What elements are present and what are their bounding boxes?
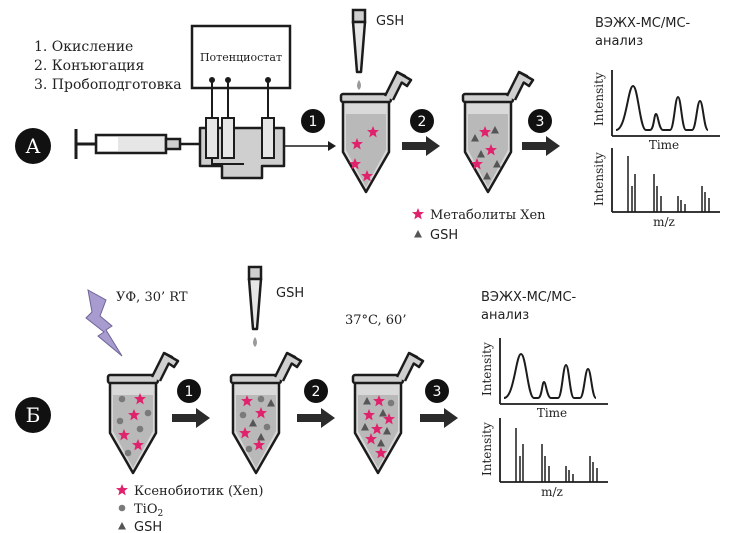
potentiostat-label: Потенциостат: [200, 51, 282, 64]
gsh-label-b: GSH: [276, 286, 304, 301]
chart-a-ylabel-mz: Intensity: [592, 152, 606, 206]
legend-b-xenobiotic: Ксенобиотик (Xen): [134, 484, 263, 499]
triangle-icon: [118, 522, 126, 530]
arrow-icon: [297, 408, 335, 428]
analysis-title-a-line2: анализ: [595, 34, 643, 49]
mass-spectrum-b: Intensity m/z: [480, 418, 608, 499]
section-a-badge: А: [15, 128, 51, 164]
step-badge-b3: 3: [425, 379, 449, 403]
incubation-label: 37°C, 60’: [345, 313, 406, 328]
step-badge-a3: 3: [528, 109, 552, 133]
legend-a-gsh: GSH: [430, 228, 458, 243]
svg-text:1: 1: [185, 384, 194, 400]
svg-text:А: А: [25, 134, 40, 158]
step-list-item-3: 3. Пробоподготовка: [34, 77, 182, 93]
chart-b-ylabel-mz: Intensity: [480, 422, 494, 476]
svg-text:2: 2: [418, 114, 427, 130]
chromatogram-b: Intensity Time: [480, 338, 608, 420]
star-icon: [412, 208, 424, 220]
mass-spectrum-a: Intensity m/z: [592, 148, 720, 229]
circle-icon: [118, 504, 126, 512]
pipette-icon: [247, 265, 263, 349]
section-b-badge: Б: [15, 397, 51, 433]
legend-a-metabolites: Метаболиты Xen: [430, 208, 546, 223]
analysis-title-b-line2: анализ: [481, 308, 529, 323]
arrow-icon: [522, 136, 560, 156]
section-a: А 1. Окисление 2. Конъюгация 3. Пробопод…: [15, 8, 720, 243]
syringe-icon: [74, 129, 200, 159]
svg-text:1: 1: [309, 114, 318, 130]
step-list-item-2: 2. Конъюгация: [34, 58, 145, 74]
svg-text:Б: Б: [26, 403, 41, 427]
tube-a2: [461, 70, 535, 194]
chromatogram-a: Intensity Time: [592, 70, 720, 152]
svg-text:3: 3: [433, 384, 442, 400]
gsh-label-a: GSH: [376, 14, 404, 29]
potentiostat: Потенциостат: [190, 24, 292, 180]
tube-b2: [229, 351, 303, 475]
step-badge-a2: 2: [410, 109, 434, 133]
svg-text:3: 3: [536, 114, 545, 130]
legend-b-tio2: TiO2: [134, 502, 163, 519]
step-badge-b2: 2: [304, 379, 328, 403]
pipette-icon: [351, 8, 367, 92]
chart-b-ylabel-time: Intensity: [480, 342, 494, 396]
step-badge-a1: 1: [301, 109, 325, 133]
tube-b1: [106, 351, 180, 475]
legend-b-gsh: GSH: [134, 520, 162, 533]
chart-b-xlabel-mz: m/z: [541, 485, 563, 499]
triangle-icon: [414, 230, 422, 238]
analysis-title-b-line1: ВЭЖХ-МС/МС-: [481, 290, 577, 305]
svg-text:2: 2: [312, 384, 321, 400]
analysis-title-a-line1: ВЭЖХ-МС/МС-: [595, 16, 691, 31]
arrow-icon: [402, 136, 440, 156]
uv-label: УФ, 30’ RT: [116, 290, 188, 305]
chart-a-ylabel-time: Intensity: [592, 72, 606, 126]
step-list-item-1: 1. Окисление: [34, 39, 133, 55]
step-badge-b1: 1: [177, 379, 201, 403]
arrow-icon: [420, 408, 458, 428]
chart-b-xlabel-time: Time: [537, 406, 567, 420]
lightning-icon: [85, 289, 123, 357]
chart-a-xlabel-time: Time: [649, 138, 679, 152]
chart-a-xlabel-mz: m/z: [653, 215, 675, 229]
star-icon: [116, 484, 128, 496]
tube-b3: [351, 351, 425, 475]
tube-a1: [339, 70, 413, 194]
section-b: Б УФ, 30’ RT 1 GSH: [15, 265, 608, 533]
arrow-icon: [172, 408, 210, 428]
